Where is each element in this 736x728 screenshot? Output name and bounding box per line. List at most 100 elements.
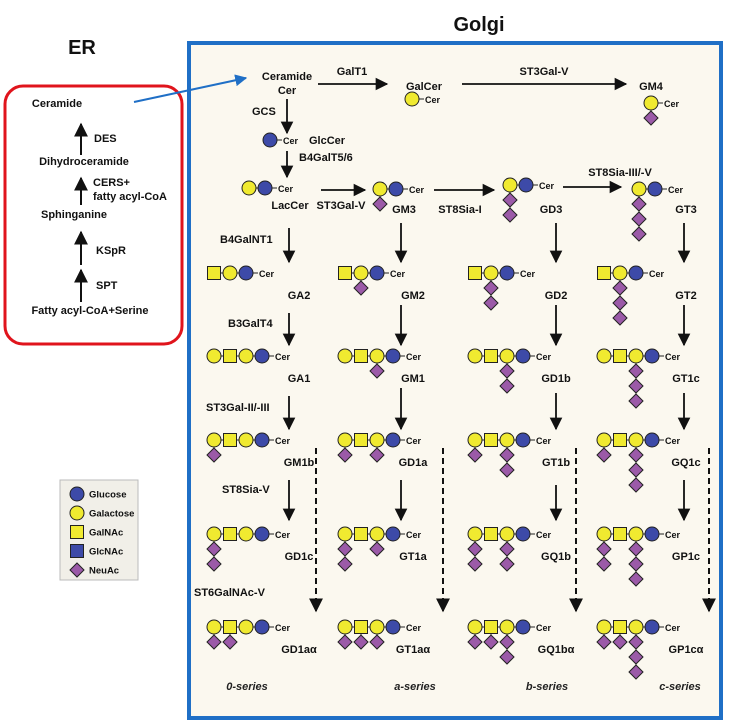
galnac-residue xyxy=(338,266,352,280)
galactose-residue xyxy=(631,181,647,197)
gcs-label: GCS xyxy=(252,106,276,118)
glucose-residue xyxy=(238,265,254,281)
ganglioside-name: GP1cα xyxy=(669,644,704,656)
galactose-residue xyxy=(596,348,612,364)
glycan-laccer: Cer xyxy=(241,180,294,196)
neuac-residue xyxy=(499,634,515,650)
galactose-residue xyxy=(628,526,644,542)
galactose-residue xyxy=(337,619,353,635)
cer-label: Cer xyxy=(539,181,555,191)
glycan-gm4: Cer xyxy=(643,95,680,126)
glucose-residue xyxy=(254,348,270,364)
glucose-residue xyxy=(647,181,663,197)
ganglioside-name: GA1 xyxy=(288,373,311,385)
neuac-residue xyxy=(499,378,515,394)
glycan-gd1c: Cer xyxy=(206,526,291,572)
galactose-residue xyxy=(369,619,385,635)
legend-label: GlcNAc xyxy=(89,547,123,558)
cer-label: Cer xyxy=(406,436,422,446)
cer-label: Cer xyxy=(425,95,441,105)
galactose-residue xyxy=(238,348,254,364)
cer-label: Cer xyxy=(665,530,681,540)
neuac-residue xyxy=(369,541,385,557)
glucose-residue xyxy=(385,619,401,635)
cer-label: Cer xyxy=(536,352,552,362)
gt3-label: GT3 xyxy=(675,204,696,216)
glucose-residue xyxy=(515,348,531,364)
glucose-residue xyxy=(518,177,534,193)
glucose-residue xyxy=(644,619,660,635)
neuac-residue xyxy=(628,571,644,587)
glucose-residue xyxy=(499,265,515,281)
galactose-residue xyxy=(238,526,254,542)
glycan-gt1b: Cer xyxy=(467,432,552,478)
neuac-residue xyxy=(499,363,515,379)
glycan-gm1b: Cer xyxy=(206,432,291,463)
neuac-residue xyxy=(596,447,612,463)
galactose-residue xyxy=(596,526,612,542)
glucose-residue xyxy=(644,526,660,542)
glycan-gt2: Cer xyxy=(597,265,665,326)
neuac-residue xyxy=(628,462,644,478)
neuac-residue xyxy=(206,541,222,557)
neuac-residue xyxy=(337,541,353,557)
neuac-residue xyxy=(628,477,644,493)
neuac-residue xyxy=(369,634,385,650)
galactose-residue xyxy=(499,348,515,364)
galactose-residue xyxy=(206,348,222,364)
galnac-residue xyxy=(613,527,627,541)
glucose-residue xyxy=(257,180,273,196)
galactose-residue xyxy=(467,526,483,542)
glycan-gp1cα: Cer xyxy=(596,619,681,680)
neuac-residue xyxy=(206,634,222,650)
glycan-gd2: Cer xyxy=(468,265,536,311)
gm4-label: GM4 xyxy=(639,81,664,93)
glycan-gd3: Cer xyxy=(502,177,555,223)
galnac-residue xyxy=(597,266,611,280)
ganglioside-name: GD1b xyxy=(541,373,571,385)
cer-label: Cer xyxy=(409,185,425,195)
neuac-residue xyxy=(206,556,222,572)
galactose-residue xyxy=(628,619,644,635)
cer-label: Cer xyxy=(665,436,681,446)
neuac-residue xyxy=(631,196,647,212)
ganglioside-name: GT1c xyxy=(672,373,700,385)
ganglioside-name: GA2 xyxy=(288,290,311,302)
glucose-residue xyxy=(515,432,531,448)
er-substrate: Fatty acyl-CoA+Serine xyxy=(31,305,148,317)
glycan-gd1a: Cer xyxy=(337,432,422,463)
galt1-label: GalT1 xyxy=(337,66,368,78)
glucose-residue xyxy=(644,348,660,364)
galactose-residue xyxy=(467,348,483,364)
galactose-residue xyxy=(337,348,353,364)
galnac-residue xyxy=(613,620,627,634)
galnac-residue xyxy=(484,349,498,363)
galactose-residue xyxy=(369,348,385,364)
neuac-residue xyxy=(467,556,483,572)
gm3-label: GM3 xyxy=(392,204,416,216)
st8siai-label: ST8Sia-I xyxy=(438,204,481,216)
neuac-residue xyxy=(628,664,644,680)
er-sphinganine: Sphinganine xyxy=(41,209,107,221)
galactose-residue xyxy=(499,432,515,448)
neuac-residue xyxy=(499,541,515,557)
cer-label: Cer xyxy=(664,99,680,109)
galactose-residue xyxy=(628,348,644,364)
series-label: b-series xyxy=(526,681,568,693)
er-ceramide: Ceramide xyxy=(32,98,82,110)
galnac-residue xyxy=(484,620,498,634)
galactose-residue xyxy=(206,526,222,542)
legend-swatch-neuac xyxy=(69,562,85,578)
ceramide-label: Ceramide xyxy=(262,71,312,83)
er-kspr: KSpR xyxy=(96,245,126,257)
neuac-residue xyxy=(499,447,515,463)
glycan-gq1b: Cer xyxy=(467,526,552,572)
ganglioside-name: GM1b xyxy=(284,457,315,469)
cer-label: Cer xyxy=(283,136,299,146)
neuac-residue xyxy=(337,447,353,463)
legend-label: Galactose xyxy=(89,509,134,520)
neuac-residue xyxy=(502,192,518,208)
neuac-residue xyxy=(206,447,222,463)
glycan-gm2: Cer xyxy=(338,265,406,296)
cer-label: Cer xyxy=(665,623,681,633)
